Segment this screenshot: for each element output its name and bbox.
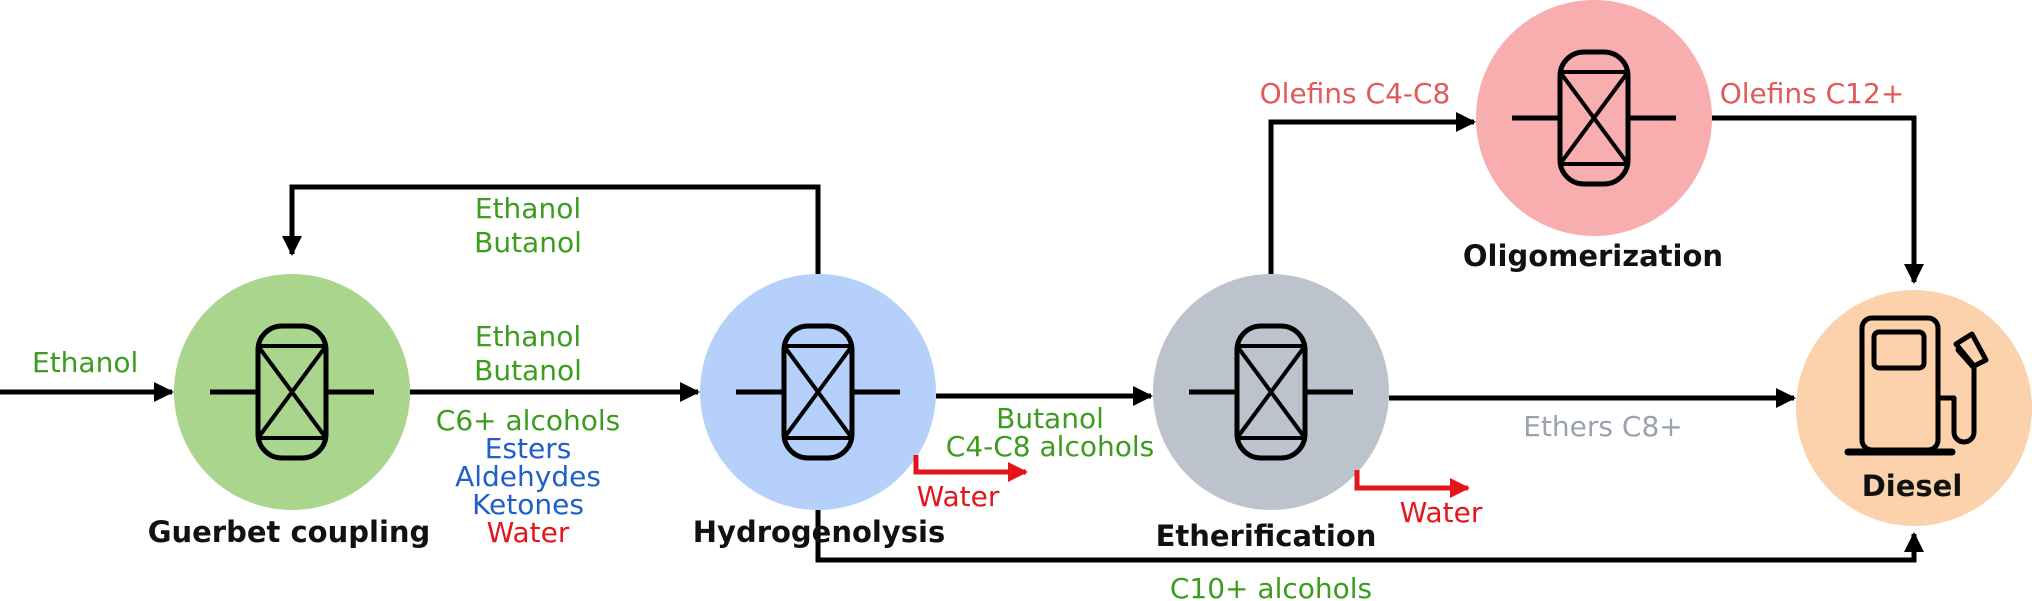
- fuel-pump-icon: [1844, 315, 1989, 456]
- c10-bypass-arrow: [815, 510, 1924, 563]
- hydro-out-c4-c8-alcohols: C4-C8 alcohols: [946, 430, 1154, 463]
- hydro-water-arrow: [913, 455, 1028, 482]
- recycle-label-ethanol: Ethanol: [475, 192, 581, 225]
- guerbet-title: Guerbet coupling: [148, 515, 431, 549]
- guerbet-out-c6-alcohols: C6+ alcohols: [436, 404, 620, 437]
- ethers-c8-label: Ethers C8+: [1523, 410, 1682, 443]
- oligo-to-diesel-arrow: [1712, 115, 1924, 284]
- ether-to-oligo-arrow: [1268, 112, 1476, 274]
- ether-water-label: Water: [1400, 496, 1483, 529]
- diesel-title: Diesel: [1862, 469, 1963, 503]
- recycle-label-butanol: Butanol: [474, 226, 582, 259]
- c10-alcohols-label: C10+ alcohols: [1170, 572, 1372, 601]
- hydro-out-butanol: Butanol: [996, 402, 1104, 435]
- recycle-arrow: [282, 184, 821, 274]
- guerbet-out-esters: Esters: [485, 432, 572, 465]
- olefins-c4-c8-label: Olefins C4-C8: [1260, 77, 1451, 110]
- guerbet-out-ethanol: Ethanol: [475, 320, 581, 353]
- olefins-c12-label: Olefins C12+: [1720, 77, 1905, 110]
- guerbet-out-aldehydes: Aldehydes: [455, 460, 601, 493]
- diesel-unit: [1796, 290, 2032, 526]
- ether-water-arrow: [1354, 470, 1470, 498]
- hydro-water-label: Water: [917, 480, 1000, 513]
- feed-label: Ethanol: [32, 346, 138, 379]
- guerbet-out-butanol: Butanol: [474, 354, 582, 387]
- guerbet-out-water: Water: [487, 516, 570, 549]
- hydrogenolysis-title: Hydrogenolysis: [693, 515, 945, 549]
- guerbet-out-ketones: Ketones: [472, 488, 584, 521]
- oligomerization-title: Oligomerization: [1463, 239, 1723, 273]
- etherification-title: Etherification: [1156, 519, 1377, 553]
